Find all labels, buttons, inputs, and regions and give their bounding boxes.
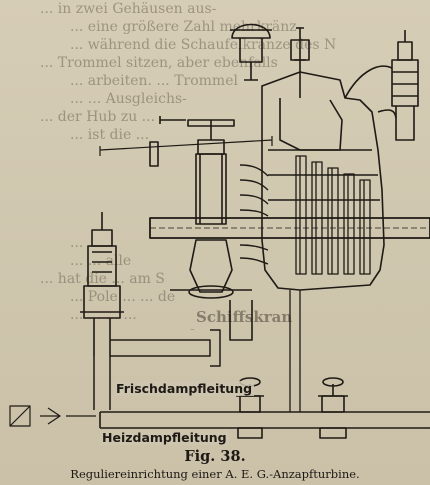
bleed-through-line: ... ... ... ... bbox=[0, 324, 430, 330]
turbine-wheels bbox=[295, 155, 371, 275]
heating-steam-pipe bbox=[100, 411, 430, 429]
frischdampf-label: Frischdampfleitung bbox=[114, 381, 255, 396]
bleed-through-line: ... eine größere Zahl mehrkränz- bbox=[70, 19, 302, 35]
bleed-through-line: ... in zwei Gehäusen aus- bbox=[40, 1, 217, 17]
bleed-through-heading: Schiffskran bbox=[196, 308, 293, 326]
bleed-through-line: ... hat die ... am S bbox=[40, 271, 165, 287]
control-valve bbox=[344, 30, 419, 141]
heizdampf-label: Heizdampfleitung bbox=[100, 430, 229, 445]
bleed-through-line: ... arbeiten. ... Trommel bbox=[70, 73, 238, 89]
bleed-through-line: ... ist die ... bbox=[70, 127, 150, 143]
bleed-through-heading: kran bbox=[190, 327, 229, 330]
admission-pipe bbox=[110, 329, 221, 367]
figure-caption: Reguliereinrichtung einer A. E. G.-Anzap… bbox=[70, 467, 360, 481]
turbine-drawing bbox=[9, 23, 430, 439]
bleed-through-line: ... der Hub zu ... bbox=[40, 109, 156, 125]
bleed-through-text: ... in zwei Gehäusen aus- ... eine größer… bbox=[0, 1, 430, 330]
governor bbox=[159, 116, 252, 299]
bleed-through-line: ... ... Ausgleichs- bbox=[70, 91, 187, 107]
check-valve-symbol bbox=[9, 405, 96, 427]
bleed-through-line: ... während die Schaufelkränze des N bbox=[70, 37, 337, 53]
figure-number: Fig. 38. bbox=[184, 448, 246, 465]
bleed-through-line: ... Trommel sitzen, aber ebenfalls bbox=[40, 55, 278, 71]
nozzle-pipes bbox=[239, 164, 269, 265]
left-steam-valve bbox=[80, 212, 124, 356]
upper-left-regulator bbox=[230, 23, 272, 81]
turbine-casing bbox=[261, 71, 385, 291]
bleed-through-line: ... ... bbox=[70, 235, 102, 251]
bleed-through-line: ... Pole ... ... de bbox=[70, 289, 176, 305]
